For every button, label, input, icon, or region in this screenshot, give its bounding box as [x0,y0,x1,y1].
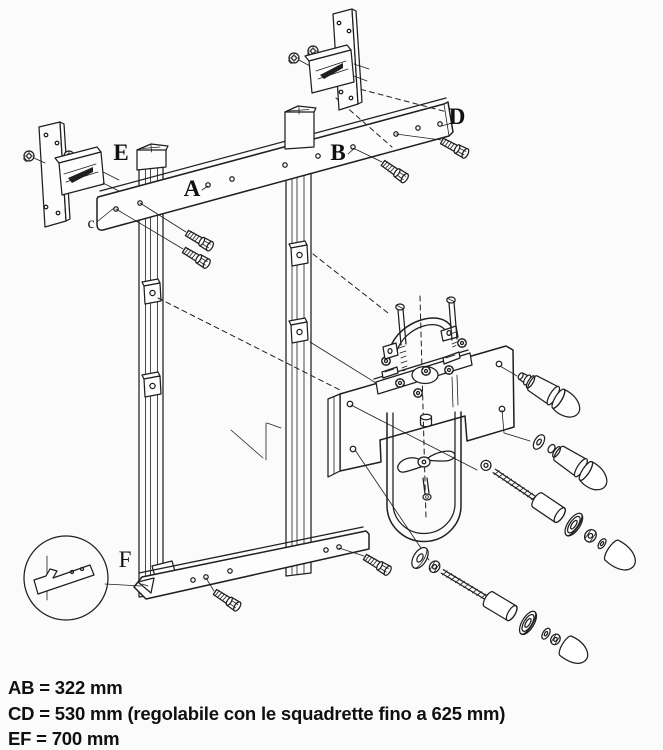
clamp-nut [413,388,423,398]
anchor-chain-upper [480,459,636,571]
bottom-crossbar [133,526,370,600]
spacer-cylinder [531,492,566,524]
clamp-nut [444,365,454,375]
hex-nut [428,560,441,574]
pipe-clamp-assembly [327,295,515,543]
dimension-ab: AB = 322 mm [8,677,123,698]
rail-top-cap-right [284,105,317,150]
clamp-main-plate [339,345,515,472]
left-squadretta [22,121,120,228]
dome-cap [558,635,589,664]
flanged-nut [287,52,300,65]
channel-end-detail [33,564,95,595]
anchor-chain-lower [411,546,589,664]
clamp-nut [421,366,431,376]
toggle-wing [397,450,456,473]
bottom-crossbar-screws [205,547,394,613]
hex-bolt [211,587,243,613]
washer [541,627,551,640]
spacer-cylinder [419,413,433,428]
hex-nut [550,633,561,646]
vertical-rail-right [285,144,312,577]
rail-clip [141,371,162,398]
cap-washer [532,434,546,450]
clamp-nut [395,378,405,388]
u-bolt [386,411,462,543]
hardware-leader-lines [350,365,531,561]
dimension-notes: AB = 322 mm CD = 530 mm (regolabile con … [8,677,505,749]
clamp-screw [395,303,408,372]
detail-callout [23,535,142,621]
label-b: B [330,140,345,165]
rail-clip [288,317,309,344]
hex-bolt [438,135,471,160]
wing-screw [422,477,432,501]
clamp-nut [457,338,467,348]
crossbar-screws [115,133,471,271]
hex-bolt [361,551,394,578]
hex-bolt [379,158,411,185]
clamp-screw [446,296,458,348]
hex-bolt [183,227,216,253]
ribbed-washer [518,610,538,636]
label-f: F [119,547,132,572]
label-a: A [184,176,201,201]
ribbed-washer [564,512,584,537]
dimension-cd: CD = 530 mm (regolabile con le squadrett… [8,703,505,724]
label-e: E [113,140,128,165]
bullet-cap [579,461,608,491]
cap-assembly-lower [547,443,608,491]
spacer-cylinder [482,591,518,622]
slotted-slide-bracket [304,44,370,94]
flanged-nut [22,150,35,163]
dome-cap [603,539,636,571]
saddle-clamp [382,317,459,360]
bullet-cap [552,388,581,418]
rail-top-cap-left [136,143,169,171]
rail-clip [141,278,162,305]
label-d: D [449,104,466,129]
hex-nut [583,528,597,543]
label-c: c [87,215,94,232]
washer-large [411,546,429,570]
top-squadretta [287,8,370,111]
cap-assembly-upper [517,372,581,418]
rail-clip [288,240,309,267]
slotted-slide-bracket [54,146,120,196]
label-leader-lines [97,123,450,222]
washer [597,538,607,550]
dimension-ef: EF = 700 mm [8,728,119,749]
cap-washer-hole [536,438,542,446]
